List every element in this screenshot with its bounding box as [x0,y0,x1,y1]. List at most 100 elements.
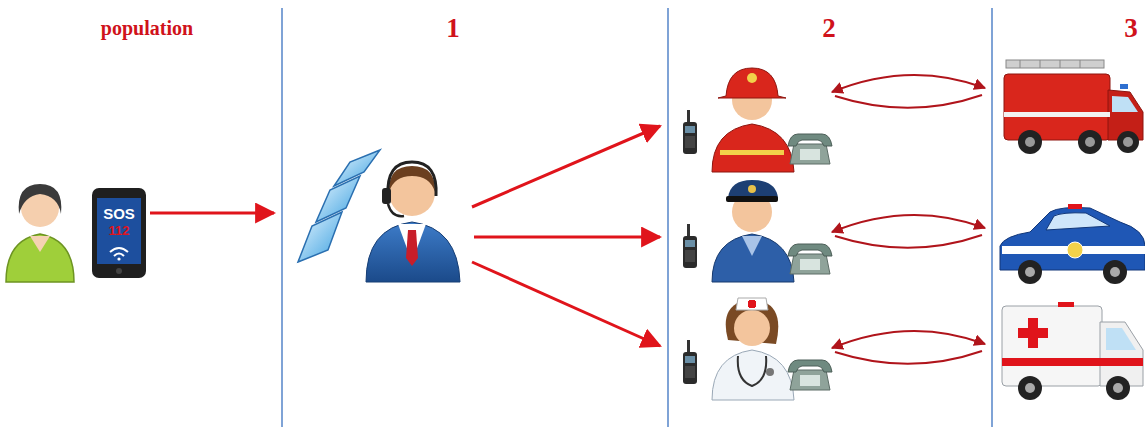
nurse-figure [683,340,697,384]
firefighter-figure [720,150,784,155]
column-header: population [101,18,193,38]
fire-truck [1080,60,1081,68]
fire-truck [1060,60,1061,68]
police-car [1067,242,1083,258]
caller-figure [6,234,74,282]
two-way-arrow [832,331,985,348]
mobile-phone [110,248,128,252]
flow-arrow [472,126,660,346]
fire-truck [1123,137,1133,147]
two-way-arrow [832,75,985,92]
fire-truck [1006,60,1104,68]
two-way-arrow [835,351,982,364]
mobile-phone [114,254,124,257]
dispatcher-figure [298,150,460,282]
fire-truck [1004,60,1143,154]
police-figure [712,234,794,282]
firefighter-figure [788,134,832,164]
column-divider [991,8,993,427]
dispatcher-figure [388,162,436,196]
firefighter-figure [683,68,832,172]
ambulance [1058,302,1074,307]
police-figure [788,244,832,274]
police-car [1025,267,1035,277]
dispatcher-figure [382,188,391,204]
ambulance [1106,328,1136,350]
two-way-arrow [832,75,985,364]
nurse-figure [766,368,774,376]
flow-arrow [150,212,274,215]
police-figure [683,224,697,268]
mobile-phone [92,188,146,278]
dispatcher-figure [406,230,418,266]
ambulance [1002,306,1102,386]
dispatcher-figure [388,204,404,216]
police-figure [726,196,778,202]
fire-truck [1004,74,1110,140]
police-car [1110,267,1120,277]
ambulance [1025,383,1035,393]
column-divider [667,8,669,427]
fire-truck [1025,137,1035,147]
mobile-phone [116,268,122,274]
fire-truck [1120,84,1128,89]
fire-truck [1004,112,1110,117]
police-figure [728,180,778,198]
nurse-figure [748,301,756,307]
police-car [1000,208,1145,271]
police-figure [683,180,832,282]
column-divider [282,8,992,427]
caller-figure [30,236,50,252]
nurse-figure [683,298,832,400]
column-number: 3 [1124,15,1138,42]
fire-truck [1117,131,1139,153]
flow-arrow [150,212,274,215]
police-figure [742,236,762,256]
fire-truck [1085,137,1095,147]
dispatcher-figure [334,150,380,186]
firefighter-figure [718,68,786,98]
fire-truck [1112,96,1138,112]
nurse-figure [736,298,768,310]
mobile-phone [92,188,146,278]
ambulance [1113,383,1123,393]
nurse-figure [749,300,755,308]
nurse-figure [738,356,766,386]
nurse-figure [734,310,770,346]
ambulance [1106,376,1130,400]
flow-arrow [474,236,660,239]
ambulance [1002,302,1143,400]
ambulance [1002,358,1143,366]
police-car [1018,260,1042,284]
two-way-arrow [835,235,982,248]
police-car [1000,204,1145,284]
column-number: 2 [822,15,836,42]
fire-truck [1020,60,1021,68]
ambulance [1018,328,1048,338]
ambulance [1018,376,1042,400]
fire-truck [1078,130,1102,154]
police-car [1046,213,1110,230]
fire-truck [1040,60,1041,68]
ambulance [1100,322,1143,386]
nurse-figure [788,360,832,390]
fire-truck [1018,130,1042,154]
dispatcher-figure [389,166,435,192]
emergency-number: 112 [109,224,130,237]
dispatcher-figure [366,222,460,282]
firefighter-figure [747,73,757,83]
column-number: 1 [446,15,460,42]
flow-arrow [472,126,660,207]
two-way-arrow [832,215,985,232]
flow-arrow [472,262,660,346]
column-divider [281,8,283,427]
mobile-phone [97,198,141,264]
firefighter-figure [712,124,794,172]
police-car [1103,260,1127,284]
caller-figure [6,184,74,282]
two-way-arrow [835,95,982,108]
police-figure [748,185,756,193]
caller-figure [19,184,62,214]
